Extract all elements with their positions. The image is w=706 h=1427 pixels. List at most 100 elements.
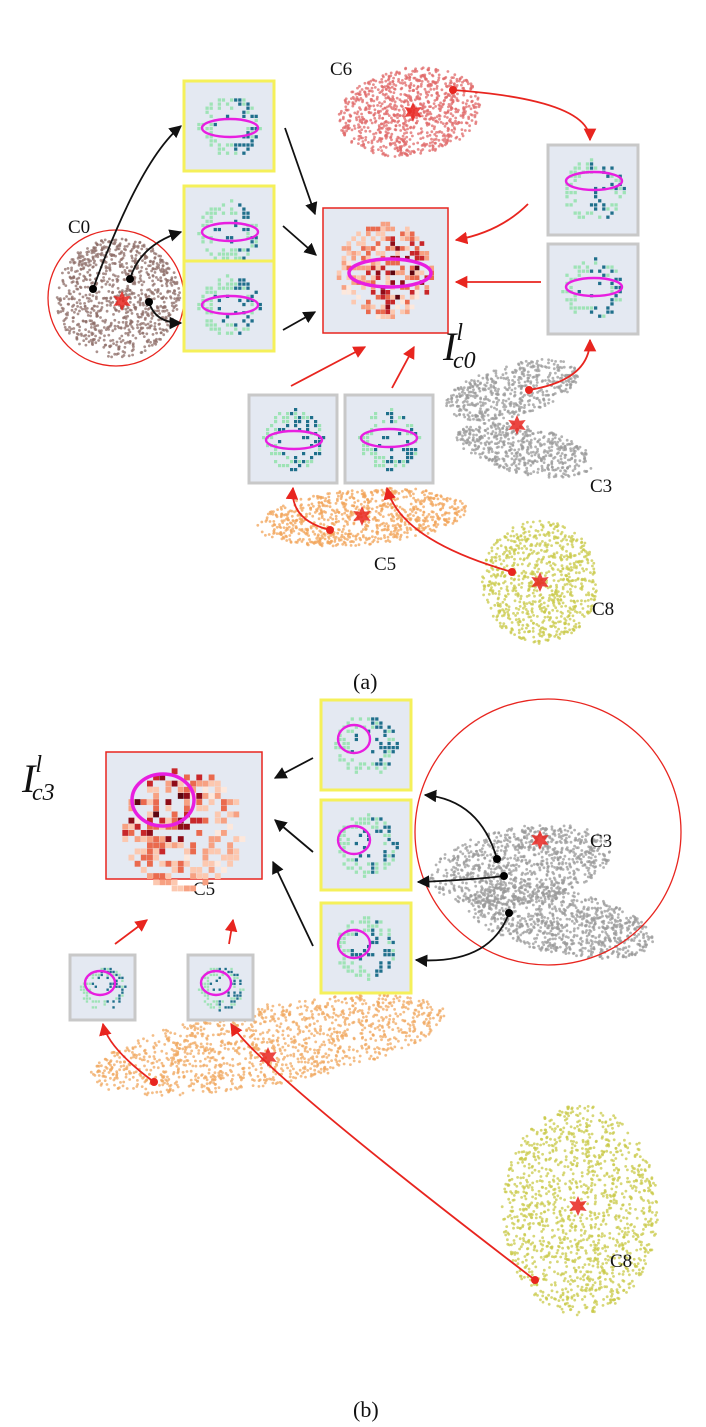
cluster-label-c8: C8	[592, 599, 614, 620]
thumb-c3-sample-3-focus-ellipse	[336, 928, 372, 960]
arrow-thumb-3-to-importance	[272, 860, 314, 947]
arrow-c6-to-thumb-1	[452, 89, 597, 142]
panel-b-scatter-layer	[89, 824, 659, 1317]
center-star-c5	[353, 506, 371, 526]
panel-a-cluster-centers	[113, 102, 549, 592]
arrow-c3-to-thumb	[528, 338, 597, 391]
thumb-c3-sample-1	[319, 698, 413, 792]
arrow-c5-to-thumb-1-origin-dot	[326, 526, 334, 534]
arrow-thumb-1-to-importance	[273, 757, 314, 779]
cluster-c3-points-lower	[455, 421, 593, 479]
thumb-c5-sample-1	[247, 393, 339, 485]
arrow-c0-to-thumb-3-origin-dot	[145, 298, 153, 306]
arrow-c3-to-thumb-2-origin-dot	[500, 872, 508, 880]
center-star-c5	[259, 1047, 277, 1067]
arrow-c6-thumb-1-to-importance	[454, 203, 529, 245]
caption-b: (b)	[353, 1397, 379, 1422]
arrow-c3-to-thumb-3	[414, 912, 510, 968]
importance-map-c3	[105, 751, 263, 892]
arrow-c5-thumb-to-importance	[114, 919, 149, 945]
cluster-label-c6: C6	[330, 59, 352, 80]
arrow-c5-thumb-2-to-importance	[391, 345, 415, 389]
c3-highlight-circle	[414, 698, 682, 966]
importance-focus-ellipse	[347, 257, 433, 289]
thumb-c5-sample-2-focus-ellipse	[359, 427, 419, 449]
center-star-c0	[113, 291, 131, 311]
cluster-c6-points	[337, 66, 482, 158]
thumb-c8-sample-focus-ellipse	[199, 969, 233, 997]
importance-focus-ellipse	[130, 772, 196, 828]
arrow-thumb-2-to-importance	[274, 819, 314, 853]
arrow-c0-to-thumb-1-origin-dot	[89, 285, 97, 293]
thumb-c5-sample-2	[343, 393, 435, 485]
thumb-c0-sample-2-focus-ellipse	[200, 221, 260, 243]
cluster-label-c3-b: C3	[590, 831, 612, 852]
arrow-c3-to-thumb-1	[423, 789, 498, 860]
thumb-c3-sample-3	[319, 901, 413, 995]
cluster-c5-points	[89, 993, 446, 1097]
cluster-c3-points-upper	[445, 358, 579, 422]
thumb-c0-sample-3	[182, 259, 276, 353]
center-star-c6	[404, 102, 422, 122]
thumb-c5-sample	[68, 953, 137, 1022]
importance-cells	[336, 221, 435, 320]
arrow-c5-to-thumb-1	[285, 486, 331, 531]
arrow-c3-to-thumb-2	[416, 875, 505, 888]
importance-cells	[122, 768, 246, 892]
panel-b-sample-thumbnails	[68, 698, 413, 1022]
thumb-c0-sample-1-focus-ellipse	[200, 117, 260, 139]
arrow-c8-to-thumb-2	[383, 486, 513, 573]
arrow-c0-to-thumb-2	[129, 229, 183, 280]
thumb-c3-sample-2-focus-ellipse	[336, 824, 372, 856]
panel-a-sample-thumbnails	[182, 79, 640, 485]
arrow-c8-to-thumb-2-origin-dot	[508, 568, 516, 576]
arrow-c0-to-thumb-1	[92, 125, 182, 290]
caption-a: (a)	[353, 669, 377, 694]
thumb-c3-sample-1-focus-ellipse	[336, 723, 372, 755]
arrow-c5-to-thumb-origin-dot	[150, 1078, 158, 1086]
panel-a-scatter-layer	[55, 66, 598, 645]
importance-map-c0	[322, 207, 449, 334]
arrow-c8-to-thumb	[230, 1022, 536, 1281]
arrow-c5-thumb-1-to-importance	[290, 346, 367, 387]
thumb-c3-sample-2	[319, 798, 413, 892]
center-star-c3	[531, 830, 549, 850]
thumb-c5-sample-1-focus-ellipse	[264, 429, 324, 451]
thumb-c6-sample-1	[546, 143, 640, 237]
cluster-label-c3: C3	[590, 476, 612, 497]
thumb-c0-sample-3-focus-ellipse	[200, 294, 260, 316]
arrow-c0-to-thumb-2-origin-dot	[126, 275, 134, 283]
thumb-c6-sample-2	[546, 242, 640, 336]
arrow-thumb-3-to-importance	[282, 311, 317, 331]
cluster-label-c0: C0	[68, 217, 90, 238]
thumb-c6-sample-2-focus-ellipse	[564, 276, 624, 298]
panel-b-cluster-centers	[259, 830, 587, 1216]
arrow-c6-to-thumb-1-origin-dot	[449, 86, 457, 94]
arrow-c8-to-thumb-origin-dot	[531, 1276, 539, 1284]
cluster-c3-points-lower	[467, 883, 654, 960]
arrow-c8-thumb-to-importance	[224, 918, 238, 945]
thumb-c8-sample	[186, 953, 255, 1022]
center-star-c8	[531, 572, 549, 592]
arrow-c3-to-thumb-3-origin-dot	[505, 909, 513, 917]
arrow-c3-to-thumb-1-origin-dot	[493, 855, 501, 863]
arrow-thumb-1-to-importance	[284, 127, 318, 216]
cluster-c3-points-upper	[428, 824, 611, 907]
cluster-label-c8-b: C8	[610, 1251, 632, 1272]
cluster-label-c5-b: C5	[193, 879, 215, 900]
thumb-c0-sample-1	[182, 79, 276, 173]
cluster-label-c5: C5	[374, 554, 396, 575]
panel-b-arrows	[99, 757, 539, 1284]
center-star-c8	[569, 1196, 587, 1216]
arrow-c5-to-thumb	[99, 1022, 155, 1083]
panel-a-arrows	[89, 86, 597, 576]
thumb-c6-sample-1-focus-ellipse	[564, 170, 624, 192]
thumb-c5-sample-focus-ellipse	[83, 969, 117, 997]
arrow-c3-to-thumb-origin-dot	[525, 386, 533, 394]
arrow-thumb-2-to-importance	[282, 225, 317, 256]
